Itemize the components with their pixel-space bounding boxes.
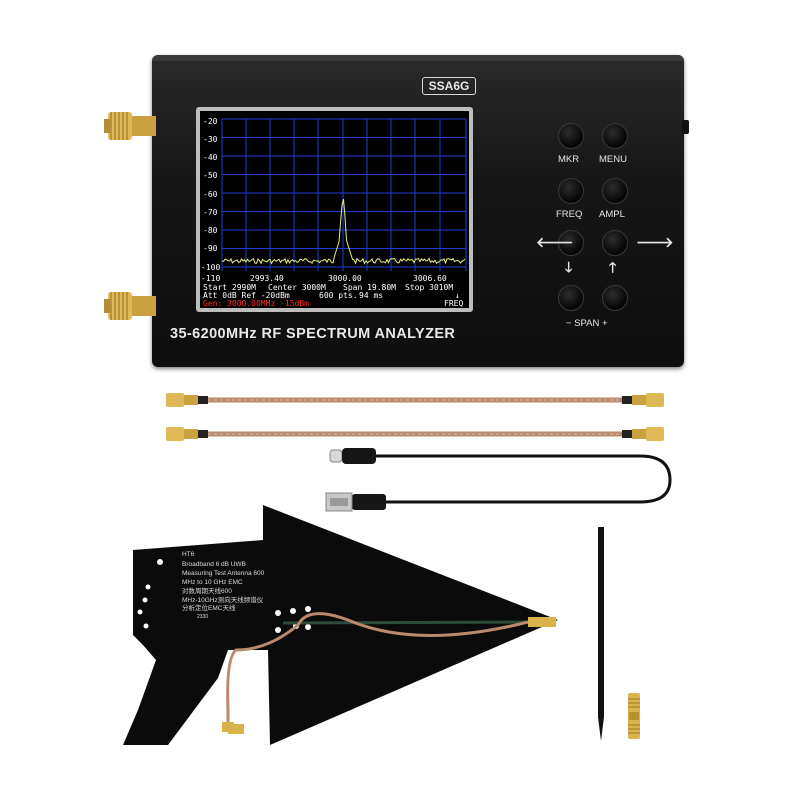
sma-port-top (104, 112, 156, 140)
span-plus-button[interactable] (602, 285, 628, 311)
x-tick-label: 2993.40 (250, 274, 284, 283)
span-label: − SPAN + (566, 318, 608, 329)
sma-cable-2 (166, 427, 664, 441)
x-tick-label: 3000.00 (328, 274, 362, 283)
start-frequency: Start 2990M (203, 283, 256, 292)
cables (166, 393, 672, 512)
y-tick-label: -60 (203, 190, 218, 199)
antenna-text: MHz-10GHz测向天线频谱仪 (182, 595, 264, 604)
sweep-time: 94 ms (359, 291, 384, 300)
right-arrow-button[interactable] (602, 230, 628, 256)
antenna-text: Broadband 6 dB UWB (182, 561, 246, 568)
antenna-text: Measuring Test Antenna 600 (182, 570, 265, 577)
up-arrow-icon: 🡑 (609, 259, 617, 275)
power-switch[interactable] (682, 120, 689, 134)
marker-down-icon: ↓ (455, 291, 460, 300)
spectrum-trace (221, 198, 466, 265)
ampl-button[interactable] (602, 178, 628, 204)
model-badge: SSA6G (422, 77, 476, 95)
y-tick-label: -70 (203, 208, 218, 217)
menu-button[interactable] (602, 123, 628, 149)
y-tick-label: -110 (201, 274, 221, 283)
y-tick-label: -30 (203, 135, 218, 144)
y-tick-label: -80 (203, 226, 218, 235)
freq-button[interactable] (558, 178, 584, 204)
spectrum-plot (221, 118, 467, 271)
y-tick-label: -40 (203, 153, 218, 162)
left-arrow-button[interactable] (558, 230, 584, 256)
y-tick-label: -20 (203, 117, 218, 126)
right-arrow-icon: 🡒 (636, 234, 674, 250)
center-frequency: Center 3000M (268, 283, 326, 292)
sma-adapter (628, 693, 640, 739)
y-tick-label: -50 (203, 171, 218, 180)
y-tick-label: -100 (201, 263, 221, 272)
mode-indicator: FREQ (444, 299, 464, 308)
span-minus-button[interactable] (558, 285, 584, 311)
mkr-label: MKR (558, 154, 580, 165)
sma-cable-1 (166, 393, 664, 407)
down-arrow-icon: 🡓 (565, 259, 573, 275)
left-arrow-icon: 🡐 (536, 234, 574, 250)
points-count: 600 pts. (319, 291, 358, 300)
y-tick-label: -90 (203, 244, 218, 253)
x-tick-label: 3006.60 (413, 274, 447, 283)
stylus-pen (598, 527, 604, 741)
antenna-text: HT6 (182, 551, 195, 558)
stop-frequency: Stop 3010M (405, 283, 454, 292)
sma-port-bottom (104, 292, 156, 320)
antenna-text: 对数周期天线600 (182, 586, 232, 595)
usb-cable (325, 448, 672, 512)
uwb-antenna: HT6 Broadband 6 dB UWB Measuring Test An… (123, 505, 558, 745)
generator-status: Gen: 3000.00MHz -15dBm (203, 299, 309, 308)
spectrum-display: -20 -30 -40 -50 -60 -70 -80 -90 -100 -11… (200, 111, 469, 308)
antenna-text: 2330 (197, 614, 208, 620)
menu-label: MENU (599, 154, 627, 165)
device-title: 35-6200MHz RF SPECTRUM ANALYZER (170, 326, 456, 342)
mkr-button[interactable] (558, 123, 584, 149)
span-value: Span 19.80M (343, 283, 396, 292)
freq-label: FREQ (556, 209, 583, 220)
attenuation-reference: Att 0dB Ref -20dBm (203, 291, 290, 300)
antenna-text: MHz to 10 GHz EMC (182, 579, 243, 586)
ampl-label: AMPL (599, 209, 625, 220)
device-top-edge (152, 55, 684, 61)
antenna-text: 分析定位EMC天线 (182, 603, 236, 612)
